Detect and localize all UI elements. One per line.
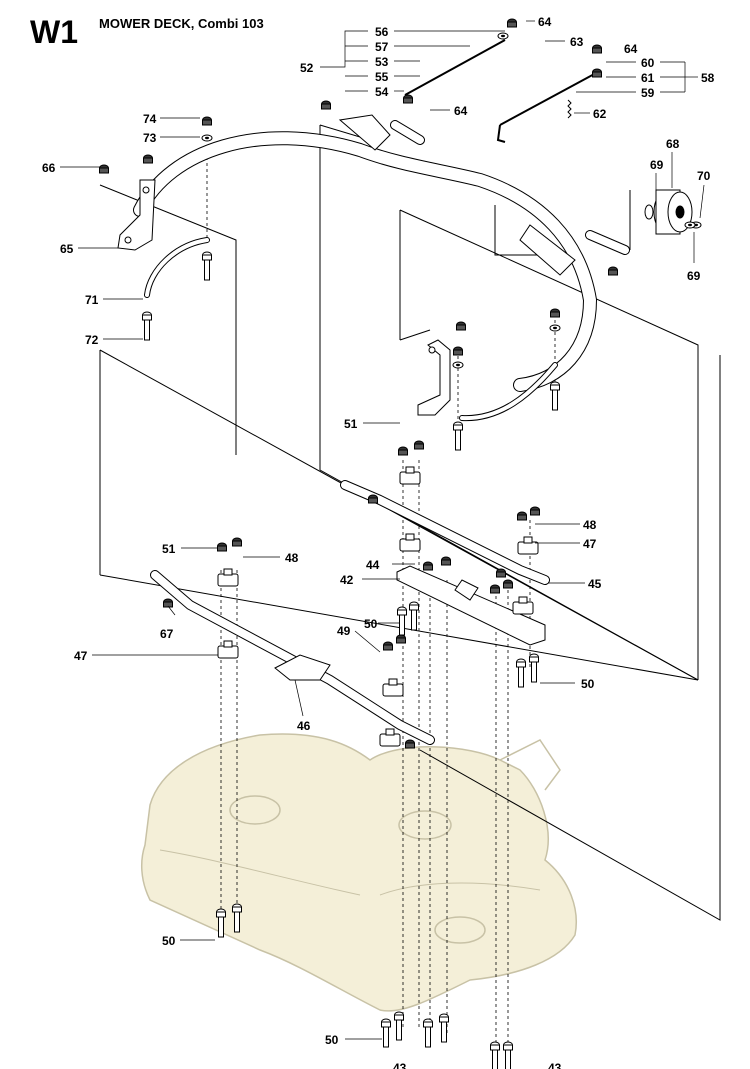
callout-44: 44 [366, 558, 380, 572]
callout-57: 57 [375, 40, 389, 54]
callout-50c: 50 [162, 934, 176, 948]
callout-47b: 47 [74, 649, 88, 663]
roller-68 [644, 189, 693, 235]
callout-64c: 64 [454, 104, 468, 118]
callout-48b: 48 [285, 551, 299, 565]
callout-64a: 64 [538, 15, 552, 29]
callout-50b: 50 [581, 677, 595, 691]
handle-bar-upper [133, 114, 630, 392]
callout-69a: 69 [650, 158, 664, 172]
callout-labels: 74 73 66 65 71 72 52 56 57 53 55 54 64 6… [42, 15, 715, 1069]
mower-deck [140, 733, 577, 1012]
callout-73: 73 [143, 131, 157, 145]
callout-56: 56 [375, 25, 389, 39]
callout-52: 52 [300, 61, 314, 75]
link-right [459, 362, 558, 422]
plate-42 [396, 565, 546, 646]
rod-upper [404, 39, 599, 143]
page-title: MOWER DECK, Combi 103 [99, 16, 264, 31]
plane-outlines [99, 124, 721, 921]
callout-50a: 50 [364, 617, 378, 631]
callout-66: 66 [42, 161, 56, 175]
page-code: W1 [30, 14, 78, 50]
callout-67: 67 [160, 627, 174, 641]
callout-53: 53 [375, 55, 389, 69]
plate-46 [274, 654, 331, 681]
callout-69b: 69 [687, 269, 701, 283]
callout-54: 54 [375, 85, 389, 99]
callout-60: 60 [641, 56, 655, 70]
leader-lines [60, 20, 705, 1040]
lower-cross-bar [150, 570, 435, 745]
middle-cross-bar [340, 480, 550, 585]
callout-65: 65 [60, 242, 74, 256]
callout-51b: 51 [162, 542, 176, 556]
bracket-right [417, 339, 451, 416]
callout-71: 71 [85, 293, 99, 307]
callout-43b: 43 [548, 1061, 562, 1069]
callout-50d: 50 [325, 1033, 339, 1047]
callout-59: 59 [641, 86, 655, 100]
callout-70: 70 [697, 169, 711, 183]
callout-72: 72 [85, 333, 99, 347]
callout-46: 46 [297, 719, 311, 733]
callout-64b: 64 [624, 42, 638, 56]
callout-43a: 43 [393, 1061, 407, 1069]
callout-47a: 47 [583, 537, 597, 551]
spring-62 [567, 99, 572, 119]
callout-49: 49 [337, 624, 351, 638]
bracket-65 [117, 179, 156, 251]
callout-68: 68 [666, 137, 680, 151]
callout-74: 74 [143, 112, 157, 126]
link-71 [144, 237, 210, 298]
callout-51a: 51 [344, 417, 358, 431]
callout-45: 45 [588, 577, 602, 591]
callout-63: 63 [570, 35, 584, 49]
callout-58: 58 [701, 71, 715, 85]
callout-62: 62 [593, 107, 607, 121]
callout-55: 55 [375, 70, 389, 84]
callout-48a: 48 [583, 518, 597, 532]
callout-42: 42 [340, 573, 354, 587]
callout-61: 61 [641, 71, 655, 85]
